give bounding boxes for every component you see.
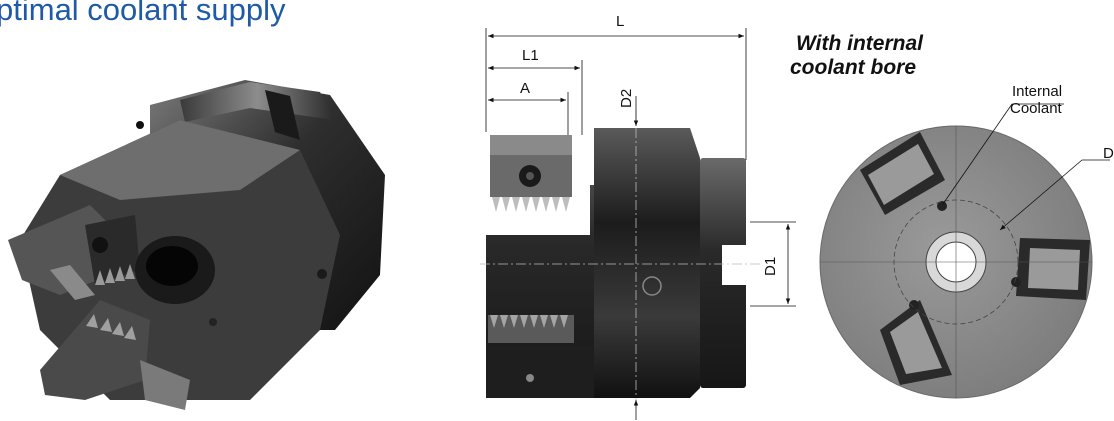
dim-label-D2: D2 <box>618 89 635 108</box>
dim-label-D-partial: D <box>1103 145 1114 162</box>
tool-photo <box>8 80 385 410</box>
callout-line1: Internal <box>1012 83 1062 100</box>
dim-label-L1: L1 <box>522 47 539 64</box>
callout-line2: Coolant <box>1010 100 1063 117</box>
dim-label-L: L <box>616 13 624 30</box>
front-view-drawing: With internal coolant bore Internal Cool… <box>790 32 1114 399</box>
dim-label-D1: D1 <box>762 257 779 276</box>
page-heading: ptimal coolant supply <box>0 0 286 27</box>
section-title-line1: With internal <box>796 32 924 55</box>
dim-label-A: A <box>520 80 530 97</box>
section-title-line2: coolant bore <box>790 56 916 79</box>
side-view-drawing: L L1 A D2 D1 <box>480 13 796 420</box>
